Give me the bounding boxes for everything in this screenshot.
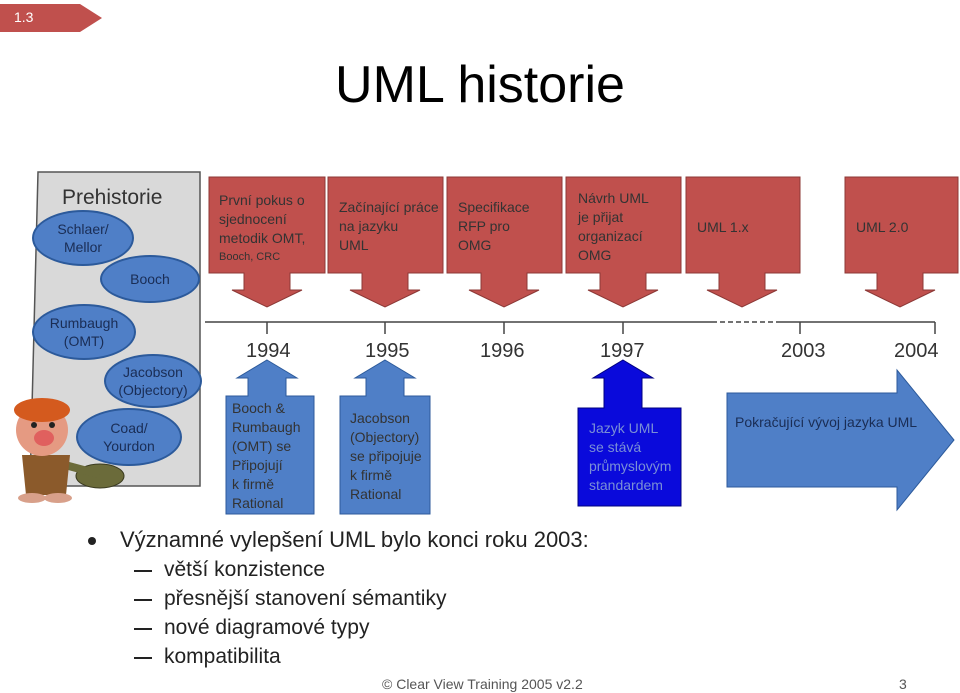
method-booch: Booch <box>100 255 200 303</box>
slide-title: UML historie <box>335 56 625 114</box>
method-label: Schlaer/ Mellor <box>57 221 109 255</box>
event-line: k firmě <box>232 476 274 492</box>
event-box-3 <box>446 176 563 308</box>
method-rumbaugh: Rumbaugh (OMT) <box>32 304 136 360</box>
event-line: Specifikace <box>458 199 530 215</box>
event-line: OMG <box>578 247 612 263</box>
event-line: Návrh UML <box>578 190 649 206</box>
bottom-event-text-2: Jacobson (Objectory) se připojuje k firm… <box>350 409 422 504</box>
event-line: standardem <box>589 477 663 493</box>
event-line: Booch & <box>232 400 285 416</box>
event-line: je přijat <box>578 209 624 225</box>
event-line: UML 1.x <box>697 219 749 235</box>
event-text-2: Začínající práce na jazyku UML <box>339 198 439 255</box>
event-line: na jazyku <box>339 218 399 234</box>
event-line: se připojuje <box>350 448 422 464</box>
continuing-label: Pokračující vývoj jazyka UML <box>735 414 918 430</box>
section-number: 1.3 <box>14 9 34 25</box>
event-line: sjednocení <box>219 211 287 227</box>
method-jacobson: Jacobson (Objectory) <box>104 354 202 408</box>
event-line: UML 2.0 <box>856 219 909 235</box>
footer-copyright: © Clear View Training 2005 v2.2 <box>382 676 583 692</box>
event-line: Rational <box>350 486 402 502</box>
year-2004: 2004 <box>894 340 939 362</box>
event-line: Začínající práce <box>339 199 439 215</box>
event-line: UML <box>339 237 369 253</box>
year-1995: 1995 <box>365 340 410 362</box>
sub-bullet-4: kompatibilita <box>164 645 281 668</box>
event-line-small: Booch, CRC <box>219 251 281 263</box>
sub-bullet-1: větší konzistence <box>164 558 326 581</box>
event-line: (Objectory) <box>350 429 420 445</box>
sub-bullet-3: nové diagramové typy <box>164 616 370 639</box>
event-text-3: Specifikace RFP pro OMG <box>458 198 530 255</box>
section-tag: 1.3 <box>0 4 105 39</box>
event-text-4: Návrh UML je přijat organizací OMG <box>578 189 649 265</box>
prehistory-label: Prehistorie <box>62 186 163 209</box>
sub-bullet-2: přesnější stanovení sémantiky <box>164 587 447 610</box>
method-label: Rumbaugh (OMT) <box>49 315 119 349</box>
event-line: První pokus o <box>219 192 305 208</box>
bottom-event-box-3 <box>577 359 682 507</box>
event-line: metodik OMT, <box>219 230 306 246</box>
event-line: průmyslovým <box>589 458 672 474</box>
event-box-5 <box>685 176 801 308</box>
event-line: Jacobson <box>350 410 410 426</box>
method-schlaer-mellor: Schlaer/ Mellor <box>32 210 134 266</box>
year-1996: 1996 <box>480 340 525 362</box>
event-line: Jazyk UML <box>589 420 659 436</box>
event-line: (OMT) se <box>232 438 292 454</box>
bottom-event-box-1 <box>225 359 315 515</box>
event-box-2 <box>327 176 444 308</box>
event-box-1 <box>208 176 326 308</box>
continuing-arrow <box>726 368 955 512</box>
method-label: Booch <box>130 271 170 287</box>
year-1997: 1997 <box>600 340 645 362</box>
event-line: Rational <box>232 495 284 511</box>
year-1994: 1994 <box>246 340 291 362</box>
year-2003: 2003 <box>781 340 826 362</box>
page-number: 3 <box>899 676 907 692</box>
method-label: Jacobson (Objectory) <box>118 364 188 398</box>
event-box-6 <box>844 176 959 308</box>
bottom-event-text-3: Jazyk UML se stává průmyslovým standarde… <box>589 419 671 495</box>
event-text-6: UML 2.0 <box>856 218 908 237</box>
method-coad-yourdon: Coad/ Yourdon <box>76 408 182 466</box>
event-line: RFP pro <box>458 218 510 234</box>
event-line: Rumbaugh <box>232 419 301 435</box>
event-line: k firmě <box>350 467 392 483</box>
section-tag-shape <box>0 4 102 32</box>
event-box-4 <box>565 176 682 308</box>
event-line: OMG <box>458 237 492 253</box>
bottom-event-text-1: Booch & Rumbaugh (OMT) se Připojují k fi… <box>232 399 301 513</box>
event-line: Připojují <box>232 457 283 473</box>
event-line: se stává <box>589 439 642 455</box>
event-text-5: UML 1.x <box>697 218 749 237</box>
method-label: Coad/ Yourdon <box>103 420 155 454</box>
main-bullet: Významné vylepšení UML bylo konci roku 2… <box>120 527 589 552</box>
event-text-1: První pokus o sjednocení metodik OMT, Bo… <box>219 191 305 267</box>
event-line: organizací <box>578 228 643 244</box>
bottom-event-box-2 <box>339 359 431 515</box>
caveman-illustration <box>14 398 125 503</box>
bullet-dot <box>88 537 96 545</box>
